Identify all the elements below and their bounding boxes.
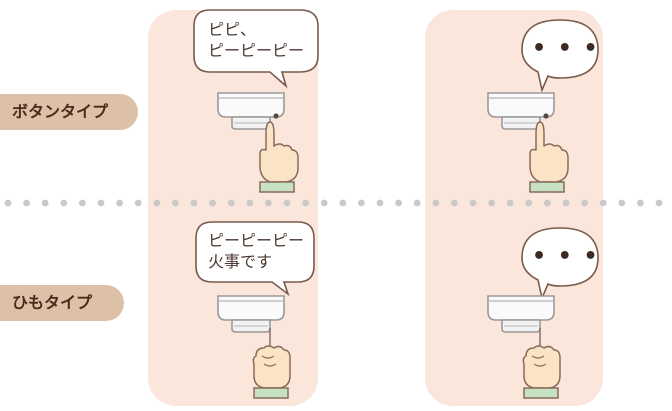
divider-dot <box>506 199 514 207</box>
divider-dot <box>544 199 551 207</box>
smoke-detector-icon <box>217 92 285 130</box>
divider-dot <box>265 199 272 207</box>
smoke-detector-icon <box>217 295 285 333</box>
divider-dot <box>581 199 588 207</box>
pulling-hand-icon <box>522 345 561 399</box>
smoke-detector-icon <box>487 295 555 333</box>
divider-dot <box>116 199 123 207</box>
speech-bubble <box>521 227 599 301</box>
divider-dot <box>525 199 533 207</box>
divider-dot <box>320 199 328 207</box>
bubble-text: ピーピーピー 火事です <box>208 231 305 271</box>
divider-dot <box>376 199 384 207</box>
divider-dot <box>562 199 570 207</box>
divider-dot <box>283 199 291 207</box>
speech-bubble <box>193 9 319 89</box>
divider-dot <box>172 199 179 207</box>
dotted-divider <box>4 199 663 207</box>
panel-working <box>148 10 318 406</box>
speech-bubble <box>521 19 599 93</box>
divider-dot <box>41 199 49 207</box>
divider-dot <box>618 199 626 207</box>
speech-bubble <box>195 221 315 297</box>
divider-dot <box>358 199 365 207</box>
divider-dot <box>209 199 217 207</box>
divider-dot <box>413 199 421 207</box>
pointing-hand-icon <box>259 121 299 193</box>
pointing-hand-icon <box>529 121 569 193</box>
divider-dot <box>432 199 440 207</box>
bubble-text: ピピ、 ピーピーピー <box>208 20 305 60</box>
divider-dot <box>302 199 309 207</box>
smoke-detector-icon <box>487 92 555 130</box>
divider-dot <box>190 199 198 207</box>
divider-dot <box>599 199 607 207</box>
divider-dot <box>246 199 254 207</box>
divider-dot <box>451 199 458 207</box>
divider-dot <box>60 199 68 207</box>
divider-dot <box>4 199 12 207</box>
silent-dots: • • • <box>532 36 600 61</box>
divider-dot <box>153 199 161 207</box>
divider-dot <box>23 199 30 207</box>
divider-dot <box>97 199 105 207</box>
divider-dot <box>339 199 347 207</box>
pulling-hand-icon <box>252 345 291 399</box>
divider-dot <box>395 199 402 207</box>
divider-dot <box>655 199 663 207</box>
divider-dot <box>79 199 86 207</box>
silent-dots: • • • <box>532 244 600 269</box>
label-pull-type: ひもタイプ <box>0 285 124 321</box>
label-button-type: ボタンタイプ <box>0 94 138 130</box>
divider-dot <box>134 199 142 207</box>
divider-dot <box>227 199 235 207</box>
divider-dot <box>637 199 644 207</box>
divider-dot <box>488 199 495 207</box>
divider-dot <box>469 199 477 207</box>
